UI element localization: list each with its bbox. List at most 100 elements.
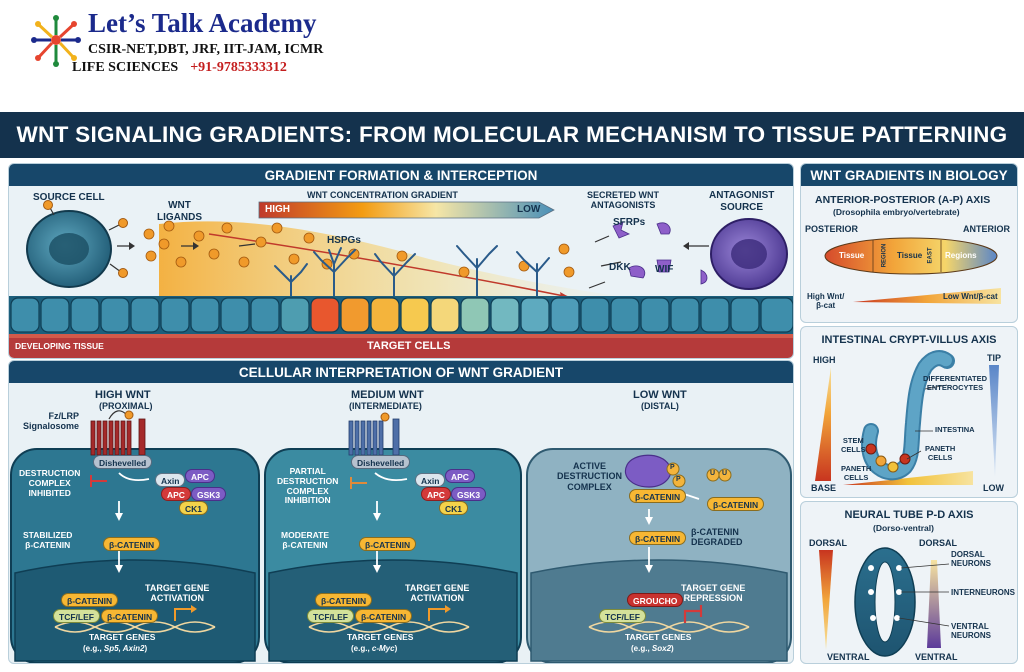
crypt-villus-title: INTESTINAL CRYPT-VILLUS AXIS	[821, 334, 997, 346]
ubiquitin-1: U	[710, 470, 716, 477]
genes-italic-low: Sox2	[651, 644, 672, 653]
tcf-lef-medium: TCF/LEF	[307, 609, 354, 623]
moderate-beta-label: MODERATE β-CATENIN	[281, 530, 330, 550]
wif-label: WIF	[655, 264, 674, 275]
gsk3-high: GSK3	[191, 487, 227, 501]
low-wnt-subtitle: (DISTAL)	[641, 401, 679, 411]
differentiated-label: DIFFERENTIATED ENTEROCYTES	[923, 374, 988, 392]
anterior-label: ANTERIOR	[963, 224, 1010, 234]
paneth-cells-label-1: PANETH CELLS	[925, 444, 956, 462]
destruction-complex-icon	[624, 454, 672, 488]
apc-medium-1: APC	[445, 469, 475, 483]
neural-tube-panel: NEURAL TUBE P-D AXIS	[800, 501, 1018, 664]
ap-high-label: High Wnt/ β-cat	[807, 292, 845, 311]
concentration-gradient-arrow	[258, 201, 555, 219]
gradient-formation-header: GRADIENT FORMATION & INTERCEPTION	[9, 164, 793, 186]
brand-logo-block: Let’s Talk Academy CSIR-NET,DBT, JRF, II…	[30, 8, 370, 80]
crypt-tip-wedge	[989, 365, 999, 477]
genes-prefix-high: (e.g.,	[83, 644, 104, 653]
target-genes-high: TARGET GENES	[89, 632, 156, 642]
ubiquitin-2: U	[722, 470, 728, 477]
medium-wnt-title: MEDIUM WNT	[351, 389, 424, 401]
fz-receptor-medium-icon	[348, 418, 400, 456]
brand-subject: LIFE SCIENCES	[72, 60, 179, 75]
beta-catenin-complex-low: β-CATENIN	[629, 489, 687, 503]
embryo-tissue-1: Tissue	[839, 251, 865, 260]
target-genes-examples-medium: (e.g., c-Myc)	[351, 644, 397, 653]
high-wnt-title: HIGH WNT	[95, 389, 151, 401]
cellular-interpretation-illustration	[10, 410, 792, 663]
embryo-icon	[824, 237, 998, 275]
signalosome-label: Fz/LRP Signalosome	[23, 411, 80, 432]
phospho-1: P	[670, 464, 675, 471]
secreted-antagonists-label: SECRETED WNT ANTAGONISTS	[587, 190, 659, 211]
activation-label-medium: TARGET GENE ACTIVATION	[405, 583, 470, 604]
main-title: WNT SIGNALING GRADIENTS: FROM MOLECULAR …	[0, 112, 1024, 158]
ap-low-label: Low Wnt/β-cat	[943, 292, 998, 301]
gradient-high-label: HIGH	[265, 204, 290, 215]
gsk3-medium: GSK3	[451, 487, 487, 501]
genes-prefix-medium: (e.g.,	[351, 644, 372, 653]
source-cell-label: SOURCE CELL	[33, 192, 105, 203]
ventral-gradient-wedge	[927, 560, 941, 648]
wnt-ligands-label: WNT LIGANDS	[157, 200, 202, 223]
cellular-interpretation-header: CELLULAR INTERPRETATION OF WNT GRADIENT	[9, 361, 793, 383]
ap-gradient-wedge	[853, 288, 1001, 304]
genes-prefix-low: (e.g.,	[631, 644, 652, 653]
groucho-low: GROUCHO	[627, 593, 684, 607]
crypt-villus-panel: INTESTINAL CRYPT-VILLUS AXIS	[800, 326, 1018, 498]
intestina-label: INTESTINA	[935, 425, 975, 434]
crypt-base-label: BASE	[811, 483, 837, 493]
ck1-high: CK1	[179, 501, 209, 515]
tissue-cells	[10, 297, 793, 333]
brand-exams: CSIR-NET,DBT, JRF, IIT-JAM, ICMR	[88, 42, 324, 57]
sfrps-label: SFRPs	[613, 217, 646, 228]
gradient-formation-panel: GRADIENT FORMATION & INTERCEPTION	[8, 163, 794, 359]
antagonist-source-label: ANTAGONIST SOURCE	[709, 190, 775, 213]
beta-degraded-label: β-CATENIN DEGRADED	[691, 527, 743, 548]
apc-high-1: APC	[185, 469, 215, 483]
brand-phone: +91-9785333312	[190, 60, 287, 75]
phospho-2: P	[676, 476, 681, 483]
ck1-medium: CK1	[439, 501, 469, 515]
apc-high-2: APC	[161, 487, 191, 501]
gradient-formation-illustration	[9, 200, 793, 358]
beta-catenin-medium: β-CATENIN	[359, 537, 417, 551]
dorsal-gradient-wedge	[819, 550, 833, 650]
beta-catenin-high: β-CATENIN	[103, 537, 161, 551]
ap-subtitle: (Drosophila embryo/vertebrate)	[833, 207, 960, 217]
developing-tissue-label: DEVELOPING TISSUE	[15, 341, 104, 351]
biology-ap-panel: WNT GRADIENTS IN BIOLOGY ANTERIOR-POSTER…	[800, 163, 1018, 323]
paneth-cells-label-2: PANETH CELLS	[841, 464, 872, 482]
axin-high: Axin	[155, 473, 186, 487]
gradient-low-label: LOW	[517, 204, 541, 215]
hspg-icon	[274, 245, 550, 300]
target-genes-examples-low: (e.g., Sox2)	[631, 644, 674, 653]
gradient-label: WNT CONCENTRATION GRADIENT	[307, 190, 458, 200]
neural-tube-title: NEURAL TUBE P-D AXIS	[844, 509, 974, 521]
interneurons-label: INTERNEURONS	[951, 588, 1016, 597]
high-wnt-subtitle: (PROXIMAL)	[99, 401, 153, 411]
target-genes-low: TARGET GENES	[625, 632, 692, 642]
beta-catenin-ubiquitinated: β-CATENIN	[707, 497, 765, 511]
ventral-neurons-label: VENTRAL NEURONS	[951, 622, 992, 641]
ap-title: ANTERIOR-POSTERIOR (A-P) AXIS	[815, 194, 991, 206]
target-genes-medium: TARGET GENES	[347, 632, 414, 642]
wnt-ligand-dots	[143, 220, 575, 278]
activation-label-high: TARGET GENE ACTIVATION	[145, 583, 210, 604]
target-genes-examples-high: (e.g., Sp5, Axin2)	[83, 644, 147, 653]
repression-label-low: TARGET GENE REPRESSION	[681, 583, 746, 604]
embryo-tissue-2: Tissue	[897, 251, 923, 260]
academy-logo-icon	[31, 15, 81, 67]
cellular-interpretation-panel: CELLULAR INTERPRETATION OF WNT GRADIENT	[8, 360, 794, 664]
target-cells-label: TARGET CELLS	[367, 340, 451, 352]
ventral-right-label: VENTRAL	[915, 652, 958, 662]
dorsal-right-label: DORSAL	[919, 538, 957, 548]
active-complex-label: ACTIVE DESTRUCTION COMPLEX	[557, 461, 622, 492]
beta-catenin-low: β-CATENIN	[629, 531, 687, 545]
axin-medium: Axin	[415, 473, 446, 487]
posterior-label: POSTERIOR	[805, 224, 859, 234]
embryo-east: EAST	[927, 247, 934, 264]
apc-medium-2: APC	[421, 487, 451, 501]
ventral-left-label: VENTRAL	[827, 652, 870, 662]
